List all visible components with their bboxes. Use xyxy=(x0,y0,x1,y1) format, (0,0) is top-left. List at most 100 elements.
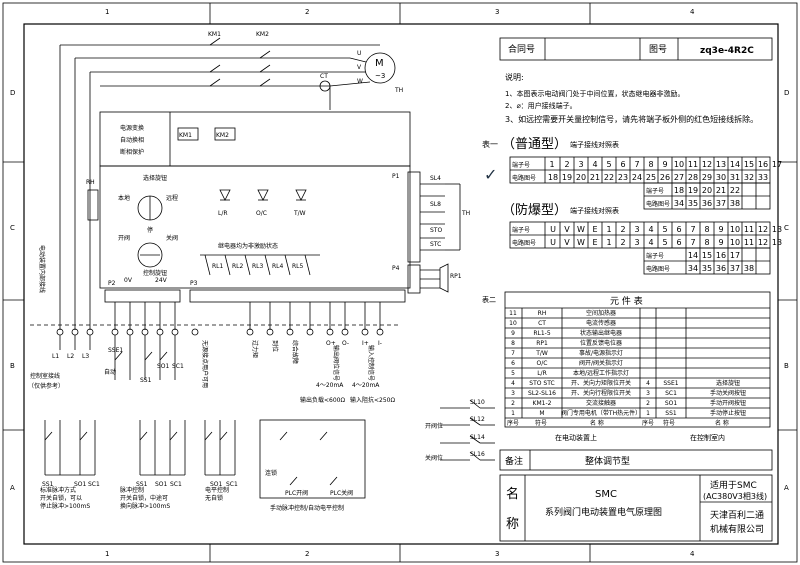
sl14: SL14 xyxy=(470,434,485,441)
t1-ex-term-cell: 12 xyxy=(758,225,768,234)
t2-no: 11 xyxy=(509,310,517,317)
open-valve: 开阀 xyxy=(118,234,130,242)
t1-circ-cell: 28 xyxy=(688,173,698,182)
t1-ex-circ-cell: 2 xyxy=(620,238,625,247)
footer-right: 在控制室内 xyxy=(690,433,725,442)
col-mark: 2 xyxy=(305,8,309,16)
t1-circ-cell: 30 xyxy=(716,173,726,182)
sse1: SSE1 xyxy=(108,347,123,354)
t2-code: T/W xyxy=(535,350,548,357)
note-item: 3、如远控需要开关量控制信号，请先将端子板外侧的红色短接线拆除。 xyxy=(505,114,758,124)
t1-ex-circ-cell: 9 xyxy=(718,238,723,247)
row-mark: B xyxy=(784,362,789,370)
t1-ex-circ-cell: 13 xyxy=(772,238,782,247)
t1-circ-cell: 21 xyxy=(590,173,600,182)
ma1: 4～20mA xyxy=(316,382,344,389)
sc1-c: SC1 xyxy=(170,481,182,488)
t2-name: 手动关阀按钮 xyxy=(710,389,746,397)
t1-ex-term-cell: V xyxy=(564,225,570,234)
t2-code: SL2-SL16 xyxy=(528,390,556,397)
drawing-title: 系列阀门电动装置电气原理图 xyxy=(545,506,662,518)
t1-ex-circ-cell: V xyxy=(564,238,570,247)
t1-ex-cont-circ: 电路图号 xyxy=(646,265,670,273)
over-torque: 过力矩 xyxy=(251,340,259,358)
t2-no: 4 xyxy=(511,380,515,387)
note-item: 2、⌀：用户接线端子。 xyxy=(505,101,577,110)
t1-ex-term-cell: 7 xyxy=(690,225,695,234)
t2-no: 1 xyxy=(646,410,650,417)
drawing-label: 图号 xyxy=(649,44,667,55)
so1: SO1 xyxy=(157,363,170,370)
t1-ex-cont-term: 端子号 xyxy=(646,252,664,260)
km1-coil: KM1 xyxy=(179,132,192,139)
name-label: 名 xyxy=(506,486,519,502)
t2-code: RP1 xyxy=(536,340,548,347)
t2-code: L/R xyxy=(537,370,547,377)
v24: 24V xyxy=(155,277,168,284)
out-sig: 输出阀位信号 xyxy=(332,345,340,381)
t1-ex-term-cell: 2 xyxy=(620,225,625,234)
name-label: 称 xyxy=(506,517,519,532)
t1-ex-cont-term-cell: 15 xyxy=(702,251,712,260)
t2-name: 位置反馈电位器 xyxy=(580,339,622,347)
t1-ex-term-cell: 9 xyxy=(718,225,723,234)
normal-caption: 端子接线对照表 xyxy=(570,140,619,149)
col-mark: 2 xyxy=(305,550,309,558)
t1-circ-cell: 27 xyxy=(674,173,684,182)
interlock: 连锁 xyxy=(265,469,277,477)
t1-ex-term-cell: 5 xyxy=(662,225,667,234)
t1-circ-cell: 20 xyxy=(576,173,586,182)
t2-name: 手动开阀按钮 xyxy=(710,399,746,407)
t1-ex-circ-cell: 11 xyxy=(744,238,754,247)
checkmark: ✓ xyxy=(484,165,497,184)
stc: STC xyxy=(430,241,441,248)
mode1: 标准脉冲方式 xyxy=(40,486,76,494)
o-plus: O+ xyxy=(326,340,336,347)
auto: 自动 xyxy=(104,368,116,376)
motor-label: M xyxy=(375,58,384,69)
t1-circ-cell: 22 xyxy=(604,173,614,182)
t1-ex-circ-cell: 12 xyxy=(758,238,768,247)
t1-term-cell: 1 xyxy=(549,160,554,169)
rl3: RL3 xyxy=(252,263,264,270)
t2-name: 开、关向力矩限位开关 xyxy=(571,379,631,387)
motor-phase: ~3 xyxy=(375,72,385,80)
ext-bus-label: 电动装置内部接线 xyxy=(38,245,46,293)
t2-name: 阀门专用电机（带TH热元件） xyxy=(561,409,641,417)
t2-no: 1 xyxy=(511,410,515,417)
relay-note: 继电器均为非激励状态 xyxy=(218,242,278,250)
contract-label: 合同号 xyxy=(508,43,535,55)
t2-no: 2 xyxy=(511,400,515,407)
t1-ex-cont-term-cell: 17 xyxy=(730,251,740,260)
row-mark: B xyxy=(10,362,15,370)
ss1-c: SS1 xyxy=(136,481,148,488)
p4: P4 xyxy=(392,265,400,272)
ctrl-btn: 控制旋钮 xyxy=(143,269,167,277)
col-code: 符号 xyxy=(535,419,547,427)
t2-name: 本地/远程工作指示灯 xyxy=(573,369,629,377)
t1-cont-circ-cell: 34 xyxy=(674,199,684,208)
note-item: 1、本图表示电动阀门处于中间位置，状态继电器非激励。 xyxy=(505,89,684,98)
t1-ex-circ-cell: E xyxy=(592,238,597,247)
ss1-b: SS1 xyxy=(42,481,54,488)
v-label: V xyxy=(357,64,362,71)
fault: 综合故障 xyxy=(291,340,299,364)
t2-no: 10 xyxy=(509,320,517,327)
t1-term-cell: 8 xyxy=(648,160,653,169)
t1-ex-circ-cell: 5 xyxy=(662,238,667,247)
t1-cont-circ-cell: 35 xyxy=(688,199,698,208)
row-mark: C xyxy=(10,224,15,232)
bottom-note: 手动脉冲控制/自动电平控制 xyxy=(270,504,344,512)
footer-left: 在电动装置上 xyxy=(555,433,597,442)
sl10: SL10 xyxy=(470,399,485,406)
t1-term-cell: 5 xyxy=(606,160,611,169)
no-user: 无源接点用户可用 xyxy=(201,340,209,388)
t1-ex-row1-header: 端子号 xyxy=(512,226,530,234)
t2-no: 3 xyxy=(511,390,515,397)
km2-coil: KM2 xyxy=(216,132,229,139)
t2-no: 4 xyxy=(646,380,650,387)
t1-cont-term-cell: 22 xyxy=(730,186,740,195)
t1-circ-cell: 25 xyxy=(646,173,656,182)
p1: P1 xyxy=(392,173,400,180)
th2: TH xyxy=(461,210,470,217)
